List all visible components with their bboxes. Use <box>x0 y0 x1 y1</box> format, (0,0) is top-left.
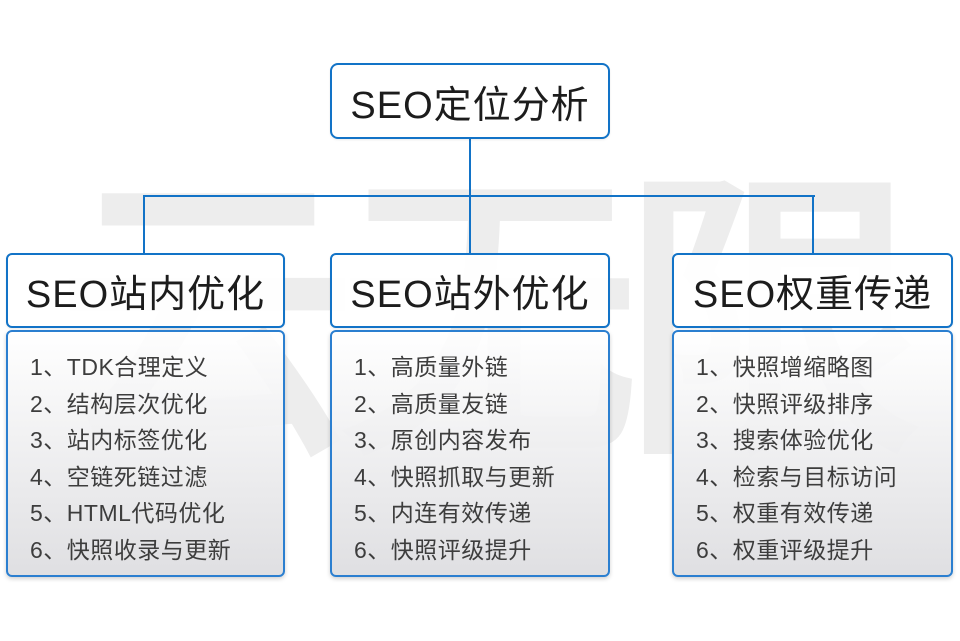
root-node-label: SEO定位分析 <box>350 84 590 127</box>
list-item: 5、内连有效传递 <box>354 500 532 527</box>
weight-transfer-list: 1、快照增缩略图 2、快照评级排序 3、搜索体验优化 4、检索与目标访问 5、权… <box>672 330 953 577</box>
list-item: 3、站内标签优化 <box>30 427 208 454</box>
list-item: 1、TDK合理定义 <box>30 354 209 381</box>
node-seo-positioning-analysis: SEO定位分析 <box>330 63 610 139</box>
list-item: 5、HTML代码优化 <box>30 500 226 527</box>
node-onsite-optimization: SEO站内优化 <box>6 253 285 328</box>
node-weight-transfer: SEO权重传递 <box>672 253 953 328</box>
node-offsite-optimization: SEO站外优化 <box>330 253 610 328</box>
connector-drop-right <box>812 196 814 253</box>
list-item: 6、快照评级提升 <box>354 536 532 563</box>
onsite-header-label: SEO站内优化 <box>25 274 266 316</box>
list-item: 4、快照抓取与更新 <box>354 463 556 490</box>
onsite-optimization-list: 1、TDK合理定义 2、结构层次优化 3、站内标签优化 4、空链死链过滤 5、H… <box>6 330 285 577</box>
weight-header-label: SEO权重传递 <box>692 274 933 316</box>
list-item: 2、结构层次优化 <box>30 390 208 417</box>
list-item: 2、高质量友链 <box>354 390 509 417</box>
list-item: 6、权重评级提升 <box>696 536 874 563</box>
list-item: 3、原创内容发布 <box>354 427 532 454</box>
list-item: 5、权重有效传递 <box>696 500 874 527</box>
offsite-header-label: SEO站外优化 <box>350 274 590 316</box>
connector-horizontal-bar <box>143 195 815 197</box>
list-item: 1、快照增缩略图 <box>696 354 874 381</box>
list-item: 1、高质量外链 <box>354 354 509 381</box>
list-item: 4、检索与目标访问 <box>696 463 898 490</box>
list-item: 2、快照评级排序 <box>696 390 874 417</box>
list-item: 6、快照收录与更新 <box>30 536 232 563</box>
connector-drop-left <box>143 196 145 253</box>
offsite-optimization-list: 1、高质量外链 2、高质量友链 3、原创内容发布 4、快照抓取与更新 5、内连有… <box>330 330 610 577</box>
list-item: 3、搜索体验优化 <box>696 427 874 454</box>
list-item: 4、空链死链过滤 <box>30 463 208 490</box>
